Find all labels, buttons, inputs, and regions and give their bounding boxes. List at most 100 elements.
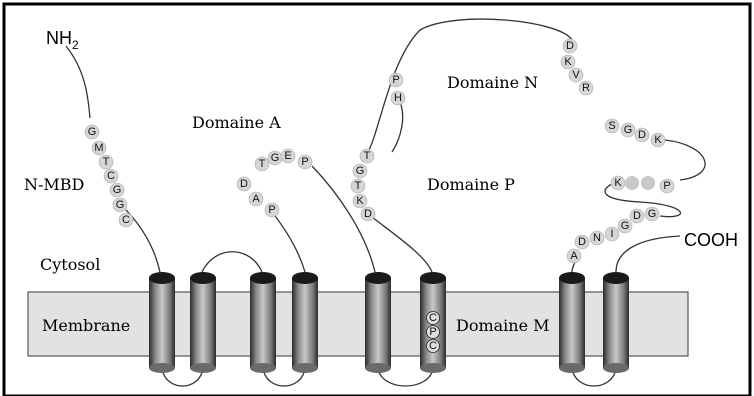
residue-adnig-2: D (574, 234, 590, 250)
tm3-tm4-bottom-loop (262, 367, 306, 387)
residue-domain-a-3: E (280, 148, 296, 164)
residue-letter: K (654, 134, 662, 146)
residue-domain-n-top-4: R (578, 80, 594, 96)
residue-letter: K (564, 56, 572, 68)
residue-letter: G (88, 126, 97, 138)
residue-letter: C (122, 214, 130, 226)
residue-letter: V (572, 69, 580, 81)
residue-letter: G (271, 152, 280, 164)
cooh-label: COOH (684, 230, 738, 250)
residue-domain-a-5: D (236, 176, 252, 192)
domaine-m-label: Domaine M (456, 316, 550, 335)
residue-letter: P (663, 180, 670, 192)
ph-to-tgtkd (391, 97, 404, 153)
tm8-to-cooh (615, 235, 681, 273)
residue-domain-n-top-3: V (568, 67, 584, 83)
membrane-label: Membrane (42, 316, 130, 335)
big-loop-top (367, 18, 573, 153)
domain-a-to-tm5 (311, 165, 376, 273)
residue-n-mbd-1: G (84, 124, 100, 140)
residue-letter: R (582, 82, 590, 94)
residue-domain-p-4: K (352, 193, 368, 209)
residue-adnig-3: N (589, 230, 605, 246)
residue-adnig-1: A (566, 248, 582, 264)
residue-ph-loop-1: P (388, 72, 404, 88)
residue-letter: E (284, 150, 291, 162)
residue-kp-2: P (659, 178, 675, 194)
residue-domain-p-1: T (359, 148, 375, 164)
domaine-a-label: Domaine A (192, 113, 281, 132)
residue-domain-a-1: T (254, 156, 270, 172)
residue-domain-p-5: D (360, 206, 376, 222)
residue-letter: P (268, 204, 275, 216)
residue-letter: C (107, 170, 115, 182)
residue-n-mbd-5: G (109, 182, 125, 198)
residue-adnig-4: I (604, 226, 620, 242)
residue-n-mbd-2: M (91, 140, 107, 156)
residue-dg-2: G (644, 206, 660, 222)
residue-blank-1 (625, 176, 639, 190)
transmembrane-helices (149, 272, 629, 373)
residue-letter: T (259, 158, 266, 170)
residue-domain-n-top-1: D (562, 38, 578, 54)
residue-domain-p-2: G (352, 163, 368, 179)
residue-letter: N (593, 232, 601, 244)
residue-sgdk-2: G (620, 122, 636, 138)
domaine-p-label: Domaine P (427, 175, 515, 194)
cpc-letter: C (429, 312, 437, 324)
residue-letter: D (364, 208, 372, 220)
residue-domain-a-7: P (264, 202, 280, 218)
residue-sgdk-3: D (634, 127, 650, 143)
residue-letter: D (638, 129, 646, 141)
tm-helix-7 (559, 272, 585, 373)
residue-letter: G (356, 165, 365, 177)
tm-helix-4 (292, 272, 318, 373)
residue-letter: T (364, 150, 371, 162)
residue-letter: G (113, 184, 122, 196)
cpc-residue-2: P (426, 325, 440, 339)
residue-letter: G (624, 124, 633, 136)
residue-n-mbd-7: C (118, 212, 134, 228)
cytosol-label: Cytosol (40, 255, 100, 274)
tm-helix-8 (603, 272, 629, 373)
residue-n-mbd-4: C (103, 168, 119, 184)
nh2-label: NH2 (46, 28, 79, 52)
cpc-residue-1: C (426, 311, 440, 325)
tm-helix-3 (250, 272, 276, 373)
tm5-tm6-bottom-loop (377, 367, 434, 387)
residue-letter: A (252, 193, 260, 205)
sgdk-to-kp (664, 139, 706, 181)
residue-letter: H (394, 92, 402, 104)
residue-letter: K (356, 195, 364, 207)
residue-letter: G (621, 220, 630, 232)
residue-ph-loop-2: H (390, 90, 406, 106)
residue-sgdk-4: K (650, 132, 666, 148)
cpc-letter: C (429, 340, 437, 352)
n-mbd-label: N-MBD (24, 175, 84, 194)
residue-kp-1: K (610, 175, 626, 191)
residue-letter: T (355, 180, 362, 192)
domain-a-to-tm4 (271, 211, 306, 273)
residue-letter: D (578, 236, 586, 248)
cpc-residue-3: C (426, 339, 440, 353)
domaine-n-label: Domaine N (447, 73, 538, 92)
residue-domain-p-3: T (350, 178, 366, 194)
residue-domain-n-top-2: K (560, 54, 576, 70)
tm1-tm2-bottom-loop (161, 367, 204, 387)
residue-letter: D (240, 178, 248, 190)
residue-letter: T (103, 156, 110, 168)
residue-domain-a-4: P (297, 154, 313, 170)
residue-letter: S (608, 120, 615, 132)
residue-blank-2 (641, 176, 655, 190)
residue-letter: K (614, 177, 622, 189)
tm2-tm3-loop (201, 251, 263, 273)
residue-letter: M (94, 142, 103, 154)
tm-helix-2 (190, 272, 216, 373)
residue-letter: G (116, 199, 125, 211)
tm-helix-5 (365, 272, 391, 373)
cpc-letter: P (429, 326, 436, 338)
